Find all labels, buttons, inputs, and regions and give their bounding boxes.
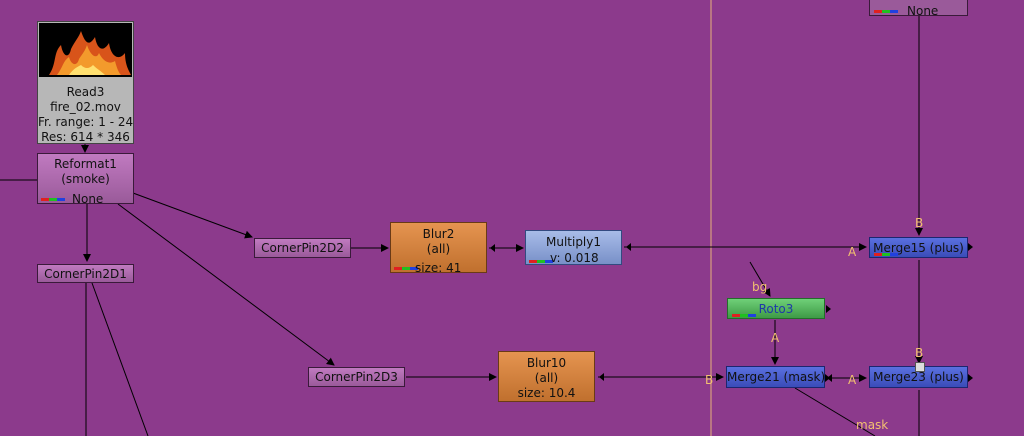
fire-thumbnail: [39, 23, 132, 77]
multiply1-name: Multiply1: [545, 235, 602, 249]
blur10-sub: (all): [534, 371, 559, 385]
roto3-input-bg: bg: [752, 280, 768, 294]
merge23-output-tri[interactable]: [968, 374, 973, 382]
blur2-channels: [394, 267, 418, 270]
merge21-node[interactable]: Merge21 (mask): [726, 366, 825, 388]
merge23-node[interactable]: Merge23 (plus): [869, 362, 968, 388]
top-node[interactable]: None: [869, 0, 968, 18]
cornerpin2d1-name: CornerPin2D1: [44, 267, 127, 281]
blur10-right-tri[interactable]: [599, 373, 604, 381]
read3-file: fire_02.mov: [50, 100, 121, 114]
blur2-name: Blur2: [422, 227, 455, 241]
merge21-input-b: B: [705, 373, 714, 387]
read3-res: Res: 614 * 346: [41, 130, 130, 144]
roto3-channels: [732, 314, 756, 317]
merge21-name: Merge21 (mask): [727, 370, 826, 384]
merge21-mask-label: mask: [856, 418, 889, 432]
pipe-cornerpin1-down-b[interactable]: [91, 282, 149, 436]
pipe-bg-roto3[interactable]: [749, 261, 771, 297]
fire-thumbnail-image: [49, 31, 131, 75]
merge21-right-tri[interactable]: [825, 374, 830, 382]
reformat1-sub: (smoke): [61, 172, 110, 186]
pipe-merge21-mask[interactable]: [794, 387, 876, 436]
merge15-input-a: A: [848, 245, 857, 259]
roto3-output-tri[interactable]: [826, 305, 831, 313]
multiply1-detail: v: 0.018: [550, 251, 599, 265]
merge23-toggle-icon[interactable]: [915, 362, 925, 372]
pipe-reformat1-cornerpin2[interactable]: [132, 192, 253, 239]
read3-node[interactable]: Read3 fire_02.mov Fr. range: 1 - 24 Res:…: [37, 21, 134, 144]
cornerpin2d2-name: CornerPin2D2: [261, 241, 344, 255]
merge15-output-tri[interactable]: [968, 243, 973, 251]
blur10-name: Blur10: [526, 356, 567, 370]
reformat1-channels: [41, 198, 65, 201]
blur2-detail: size: 41: [415, 261, 462, 275]
top-node-channels: [874, 10, 898, 13]
multiply1-left-tri[interactable]: [626, 243, 631, 251]
read3-range: Fr. range: 1 - 24: [38, 115, 134, 129]
roto3-node[interactable]: Roto3: [727, 298, 825, 319]
reformat1-tail: None: [72, 192, 104, 206]
pipe-reformat1-cornerpin3[interactable]: [117, 203, 335, 366]
blur2-node[interactable]: Blur2 (all) size: 41: [390, 222, 487, 275]
cornerpin2d1-node[interactable]: CornerPin2D1: [37, 264, 134, 283]
roto3-name: Roto3: [758, 302, 794, 316]
merge21-input-a: A: [771, 331, 780, 345]
top-node-tail: None: [907, 4, 939, 18]
merge23-input-b: B: [915, 346, 924, 360]
multiply1-node[interactable]: Multiply1 v: 0.018: [525, 230, 622, 265]
blur2-right-tri[interactable]: [490, 244, 495, 252]
merge15-name: Merge15 (plus): [873, 241, 964, 255]
merge23-name: Merge23 (plus): [873, 370, 964, 384]
reformat1-node[interactable]: Reformat1 (smoke) None: [37, 153, 134, 206]
cornerpin2d3-node[interactable]: CornerPin2D3: [308, 367, 405, 387]
reformat1-name: Reformat1: [54, 157, 117, 171]
merge15-node[interactable]: Merge15 (plus): [869, 237, 968, 258]
multiply1-channels: [529, 260, 553, 263]
blur10-detail: size: 10.4: [517, 386, 576, 400]
merge23-input-a: A: [848, 373, 857, 387]
read3-name: Read3: [66, 85, 105, 99]
blur10-node[interactable]: Blur10 (all) size: 10.4: [498, 351, 595, 402]
blur2-sub: (all): [426, 242, 451, 256]
merge15-channels: [874, 253, 898, 256]
cornerpin2d3-name: CornerPin2D3: [315, 370, 398, 384]
cornerpin2d2-node[interactable]: CornerPin2D2: [254, 238, 351, 258]
merge15-input-b: B: [915, 216, 924, 230]
